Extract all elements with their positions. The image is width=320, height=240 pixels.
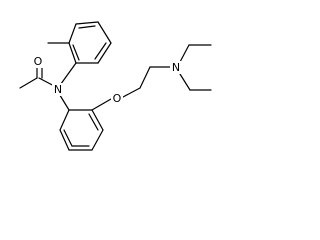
- atom-n-amide: N: [52, 83, 64, 96]
- structure-diagram: O N O N: [19, 21, 212, 151]
- atom-n-amine: N: [170, 61, 182, 74]
- tolyl-ring: [47, 21, 112, 89]
- atom-n-amine-label: N: [172, 61, 180, 74]
- atom-o-ether: O: [111, 92, 123, 105]
- phenylene-ring: [57, 91, 104, 151]
- atom-o-ether-label: O: [113, 92, 122, 105]
- atom-n-amide-label: N: [54, 83, 62, 96]
- atom-o-carbonyl: O: [32, 55, 44, 68]
- side-chain: [91, 44, 212, 111]
- atom-o-carbonyl-label: O: [34, 55, 43, 68]
